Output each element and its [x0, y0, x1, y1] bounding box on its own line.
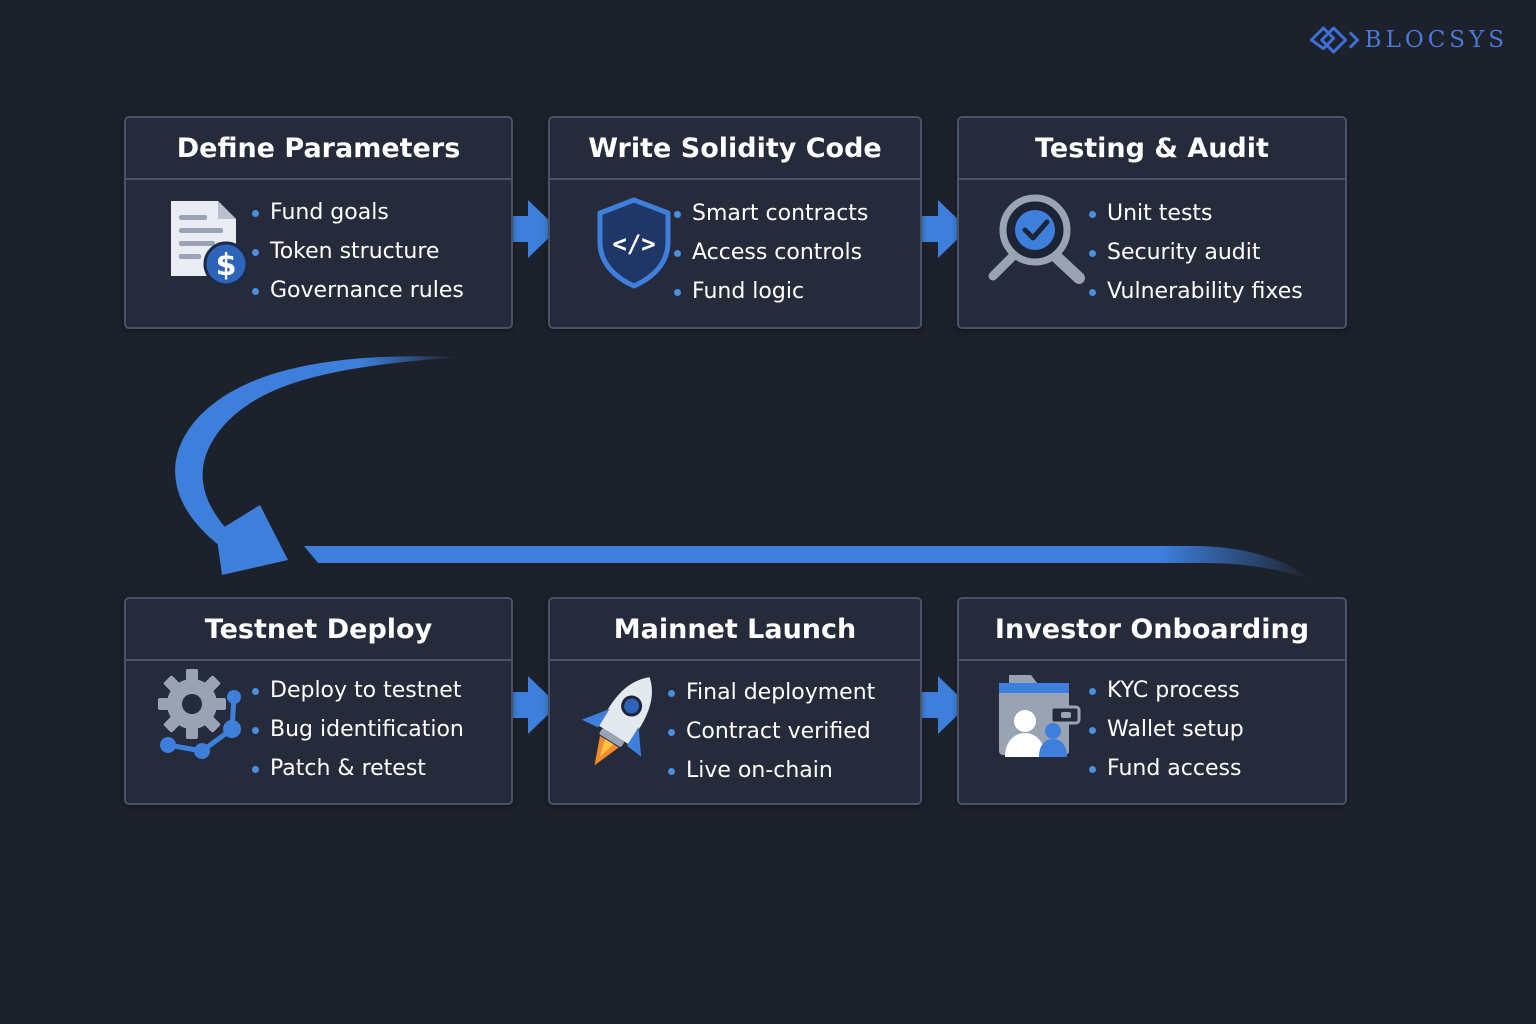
- svg-text:</>: </>: [612, 230, 655, 258]
- magnifier-check-icon: [988, 194, 1085, 284]
- flow-bar: [304, 546, 1312, 580]
- step-card-mainnet-launch: Mainnet Launch Final deployment Contract…: [548, 597, 922, 805]
- step-title: Testing & Audit: [959, 118, 1345, 180]
- step-items: Deploy to testnet Bug identification Pat…: [252, 671, 464, 788]
- brand-logo: BLOCSYS: [1308, 18, 1508, 62]
- list-item: Patch & retest: [252, 749, 464, 788]
- arrow-right-icon: [902, 200, 968, 258]
- shield-code-icon: </>: [597, 197, 671, 289]
- step-items: Unit tests Security audit Vulnerability …: [1089, 194, 1303, 311]
- step-title: Mainnet Launch: [550, 599, 920, 661]
- brand-name: BLOCSYS: [1364, 27, 1508, 53]
- document-dollar-icon: $: [171, 201, 249, 287]
- list-item: Fund goals: [252, 193, 464, 232]
- step-title: Testnet Deploy: [126, 599, 511, 661]
- step-card-testnet-deploy: Testnet Deploy Deploy to testnet Bug ide…: [124, 597, 513, 805]
- list-item: Fund logic: [674, 272, 868, 311]
- list-item: Unit tests: [1089, 194, 1303, 233]
- rocket-icon: [581, 677, 652, 766]
- step-items: Fund goals Token structure Governance ru…: [252, 193, 464, 310]
- list-item: KYC process: [1089, 671, 1244, 710]
- list-item: Access controls: [674, 233, 868, 272]
- step-card-define-parameters: Define Parameters $ Fund goals Token str…: [124, 116, 513, 329]
- list-item: Fund access: [1089, 749, 1244, 788]
- step-card-investor-onboarding: Investor Onboarding KYC process Wallet s…: [957, 597, 1347, 805]
- list-item: Wallet setup: [1089, 710, 1244, 749]
- gear-network-icon: [158, 669, 241, 759]
- step-title: Write Solidity Code: [550, 118, 920, 180]
- list-item: Token structure: [252, 232, 464, 271]
- investor-wallet-icon: [999, 675, 1081, 757]
- step-card-testing-audit: Testing & Audit Unit tests Security audi…: [957, 116, 1347, 329]
- arrow-right-icon: [902, 676, 968, 734]
- list-item: Vulnerability fixes: [1089, 272, 1303, 311]
- step-items: Smart contracts Access controls Fund log…: [674, 194, 868, 311]
- flow-curve-arrowhead: [216, 505, 288, 575]
- step-items: Final deployment Contract verified Live …: [668, 673, 875, 790]
- list-item: Security audit: [1089, 233, 1303, 272]
- diamond-chevron-logo-icon: [1309, 26, 1360, 54]
- flow-curve: [175, 356, 460, 560]
- list-item: Governance rules: [252, 271, 464, 310]
- list-item: Final deployment: [668, 673, 875, 712]
- arrow-right-icon: [492, 200, 558, 258]
- svg-text:$: $: [216, 248, 237, 283]
- step-items: KYC process Wallet setup Fund access: [1089, 671, 1244, 788]
- list-item: Contract verified: [668, 712, 875, 751]
- list-item: Live on-chain: [668, 751, 875, 790]
- list-item: Smart contracts: [674, 194, 868, 233]
- arrow-right-icon: [492, 676, 558, 734]
- list-item: Bug identification: [252, 710, 464, 749]
- list-item: Deploy to testnet: [252, 671, 464, 710]
- step-title: Define Parameters: [126, 118, 511, 180]
- step-card-write-solidity-code: Write Solidity Code </> Smart contracts …: [548, 116, 922, 329]
- step-title: Investor Onboarding: [959, 599, 1345, 661]
